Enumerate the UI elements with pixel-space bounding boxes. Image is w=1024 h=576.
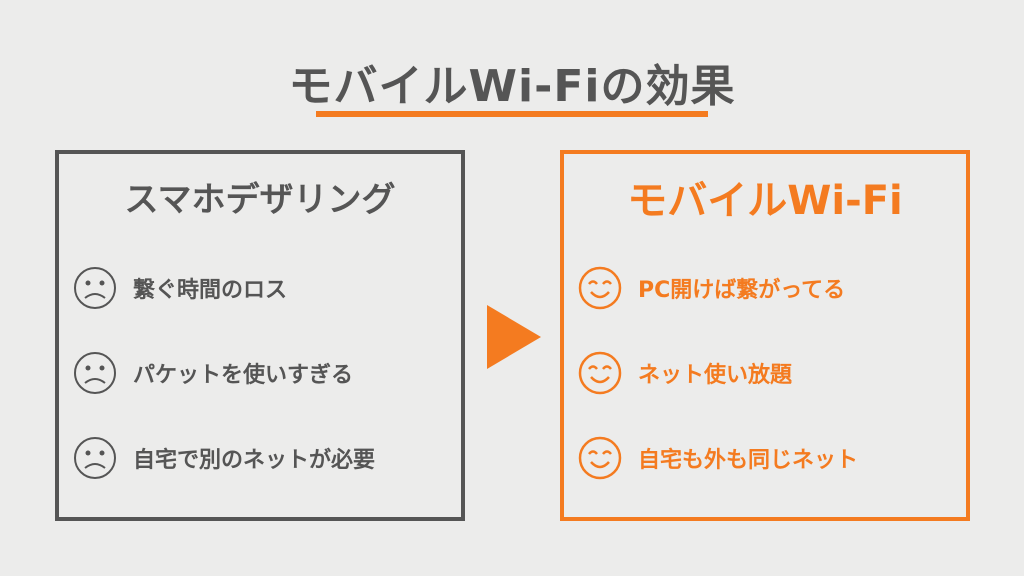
arrow-right-icon [487, 305, 541, 369]
list-item: 自宅で別のネットが必要 [73, 436, 375, 480]
sad-face-icon [74, 267, 116, 309]
list-item: PC開けば繋がってる [578, 266, 845, 310]
list-item: 自宅も外も同じネット [578, 436, 858, 480]
smile-face-icon [578, 266, 622, 310]
item-text: ネット使い放題 [638, 363, 793, 388]
mobile-wifi-heading: モバイルWi-Fi [627, 178, 903, 224]
smile-face-icon [578, 351, 622, 395]
list-item: ネット使い放題 [578, 351, 792, 395]
sad-face-icon [74, 352, 116, 394]
tethering-panel: スマホデザリング 繋ぐ時間のロス パケットを使いすぎる 自宅で別のネットが必要 [55, 150, 465, 521]
smile-face-icon [578, 436, 622, 480]
item-text: 自宅で別のネットが必要 [133, 448, 376, 473]
item-text: パケットを使いすぎる [133, 363, 354, 388]
slide-title: モバイルWi-Fiの効果 [288, 61, 736, 112]
item-text: 自宅も外も同じネット [638, 448, 859, 473]
tethering-heading: スマホデザリング [124, 180, 396, 220]
title-underline [316, 111, 708, 117]
list-item: 繋ぐ時間のロス [73, 266, 287, 310]
item-text: PC開けば繋がってる [638, 278, 846, 303]
item-text: 繋ぐ時間のロス [133, 278, 288, 303]
sad-face-icon [74, 437, 116, 479]
list-item: パケットを使いすぎる [73, 351, 353, 395]
mobile-wifi-panel: モバイルWi-Fi PC開けば繋がってる ネット使い放題 自宅も外も同じネット [560, 150, 970, 521]
